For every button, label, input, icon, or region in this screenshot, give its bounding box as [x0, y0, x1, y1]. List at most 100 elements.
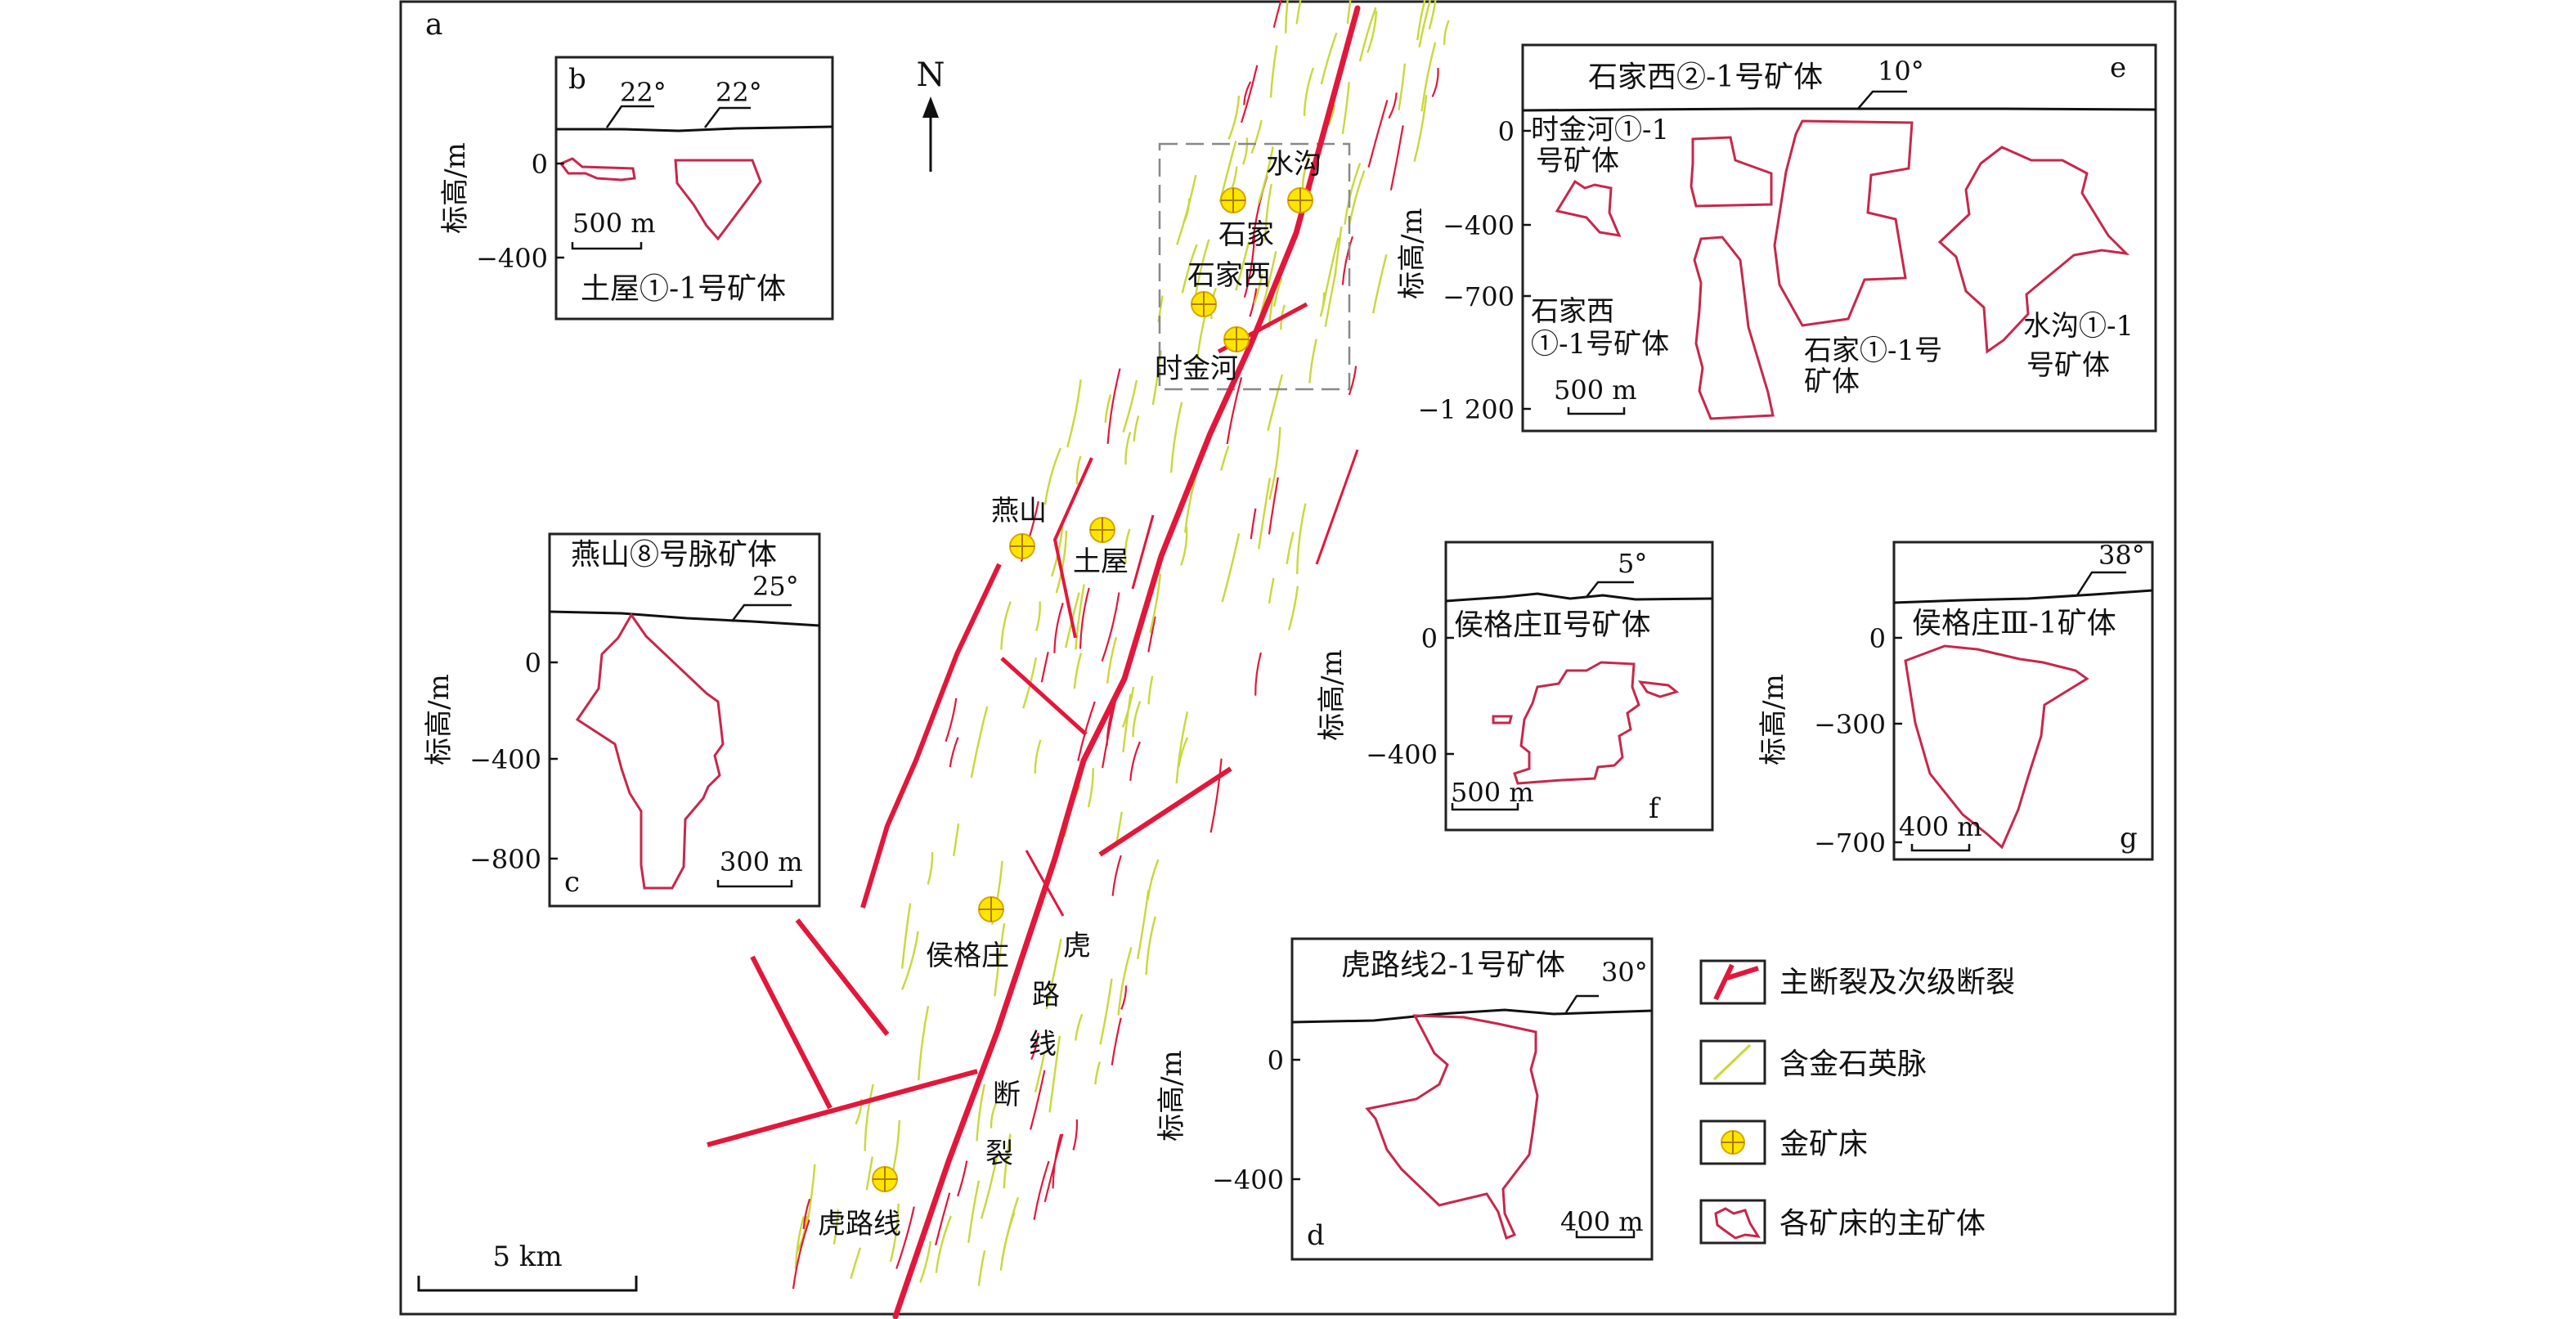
panel-c: 25° 燕山⑧号脉矿体 300 m c 0 −400 −800 标高/m: [423, 532, 821, 908]
quartz-vein: [1087, 768, 1094, 808]
panel-e-title: 石家西②-1号矿体: [1588, 61, 1823, 94]
quartz-vein: [1075, 455, 1082, 485]
deposit-yanshan: 燕山: [991, 495, 1047, 559]
quartz-vein: [1243, 81, 1252, 105]
quartz-vein: [1145, 916, 1156, 976]
panel-g-surface: [1893, 589, 2153, 604]
orebody-yanshan-8: [575, 612, 725, 890]
quartz-vein: [1243, 234, 1256, 298]
quartz-vein: [976, 1083, 985, 1142]
quartz-vein: [794, 1216, 805, 1269]
quartz-vein: [802, 1198, 811, 1230]
secondary-fault: [1098, 766, 1232, 857]
quartz-vein: [1124, 528, 1131, 564]
quartz-vein: [1398, 63, 1407, 110]
quartz-vein: [1102, 698, 1117, 769]
quartz-vein: [1258, 478, 1271, 550]
fault-name-char: 线: [1029, 1028, 1057, 1061]
panel-b-scale: [571, 242, 643, 250]
quartz-vein: [1111, 1017, 1122, 1066]
quartz-vein: [1367, 11, 1378, 53]
panel-e-body-label: 石家①-1号: [1804, 334, 1942, 367]
panel-g-title: 侯格庄Ⅲ-1矿体: [1912, 607, 2116, 640]
quartz-vein: [1043, 447, 1062, 505]
orebody-tuwu-2: [674, 159, 762, 241]
deposit-label-yanshan: 燕山: [991, 495, 1047, 527]
quartz-vein: [1268, 477, 1279, 535]
quartz-vein: [919, 1240, 932, 1283]
quartz-vein: [1263, 183, 1272, 241]
quartz-vein: [1348, 366, 1358, 396]
panel-b-title: 土屋①-1号矿体: [581, 272, 786, 306]
quartz-vein: [1268, 426, 1281, 500]
study-area-box: [1158, 142, 1351, 391]
secondary-fault: [1025, 850, 1065, 917]
quartz-vein: [1000, 601, 1012, 650]
quartz-vein: [1003, 1133, 1012, 1189]
panel-b-ylabel: 标高/m: [439, 142, 472, 234]
dip-mark: [731, 603, 792, 622]
dip-mark: [2076, 571, 2126, 596]
quartz-vein: [1034, 1052, 1046, 1093]
panel-c-scale: [716, 880, 793, 888]
panel-f-dip: 5°: [1618, 548, 1647, 579]
quartz-vein: [1048, 1035, 1061, 1113]
quartz-vein: [990, 1102, 998, 1128]
deposit-label-hougezhuang: 侯格庄: [926, 940, 1009, 972]
legend-orebody-icon: [1714, 1207, 1761, 1240]
quartz-vein: [967, 1180, 981, 1244]
quartz-vein: [1073, 653, 1083, 689]
deposit-shijiaxi: 石家西: [1187, 259, 1271, 317]
quartz-vein: [1045, 938, 1062, 1010]
quartz-vein: [1053, 602, 1064, 653]
quartz-vein: [949, 737, 959, 768]
panel-d-scale: [1575, 1231, 1636, 1239]
panel-f-scale-label: 500 m: [1451, 777, 1534, 808]
panel-f-ylabel: 标高/m: [1316, 649, 1349, 741]
panel-e: 10° 石家西②-1号矿体 e 时金河①-1 号矿体 石家西 ①-1号矿体 石家…: [1396, 43, 2157, 433]
quartz-vein: [1055, 530, 1068, 594]
panel-e-dip: 10°: [1878, 56, 1924, 87]
quartz-vein: [1227, 95, 1241, 140]
quartz-vein: [1250, 119, 1263, 154]
quartz-vein: [1034, 739, 1042, 774]
panel-f-scale: [1451, 803, 1519, 811]
panel-e-body-label: 水沟①-1: [2023, 310, 2134, 343]
quartz-vein: [1120, 985, 1128, 1010]
quartz-vein: [1040, 651, 1049, 683]
panel-f-label: f: [1649, 792, 1661, 825]
legend-vein-icon: [1712, 1043, 1752, 1081]
panel-e-scale: [1567, 407, 1626, 415]
panel-e-label: e: [2110, 52, 2126, 84]
quartz-vein: [1106, 636, 1118, 684]
panel-g-label: g: [2120, 822, 2138, 855]
quartz-vein: [1284, 0, 1289, 34]
quartz-vein: [889, 1203, 900, 1263]
panel-c-scale-label: 300 m: [720, 846, 803, 877]
panel-b-tick: −400: [476, 243, 548, 274]
quartz-vein: [1416, 0, 1426, 41]
quartz-vein: [1253, 274, 1263, 304]
quartz-vein: [1428, 0, 1437, 30]
deposit-label-tuwu: 土屋: [1073, 545, 1129, 578]
orebody-shijiaxi-2-1: [1690, 136, 1773, 208]
fault-name-char: 断: [993, 1079, 1021, 1111]
deposit-label-shijiaxi: 石家西: [1187, 259, 1271, 292]
quartz-vein: [900, 931, 919, 990]
quartz-vein: [977, 1250, 986, 1286]
legend: 主断裂及次级断裂 含金石英脉 金矿床 各矿床的主矿体: [1699, 959, 2015, 1245]
legend-label-deposit: 金矿床: [1779, 1128, 1868, 1161]
quartz-vein: [1286, 532, 1295, 564]
deposit-hulxian: 虎路线: [818, 1166, 901, 1240]
legend-label-orebody: 各矿床的主矿体: [1779, 1207, 1986, 1240]
deposit-label-shijia: 石家: [1218, 218, 1274, 251]
quartz-vein: [935, 1192, 951, 1245]
main-fault-hulxian: [892, 5, 1361, 1319]
orebody-shijiaxi-1-1: [1693, 236, 1775, 420]
panel-d-label: d: [1307, 1219, 1325, 1252]
panel-b: 22° 22° b 500 m 土屋①-1号矿体 0 −400 标高/m: [439, 56, 834, 321]
legend-label-vein: 含金石英脉: [1779, 1048, 1927, 1081]
panel-e-ylabel: 标高/m: [1396, 208, 1429, 299]
quartz-vein: [1075, 1013, 1084, 1041]
quartz-vein: [1334, 226, 1343, 277]
